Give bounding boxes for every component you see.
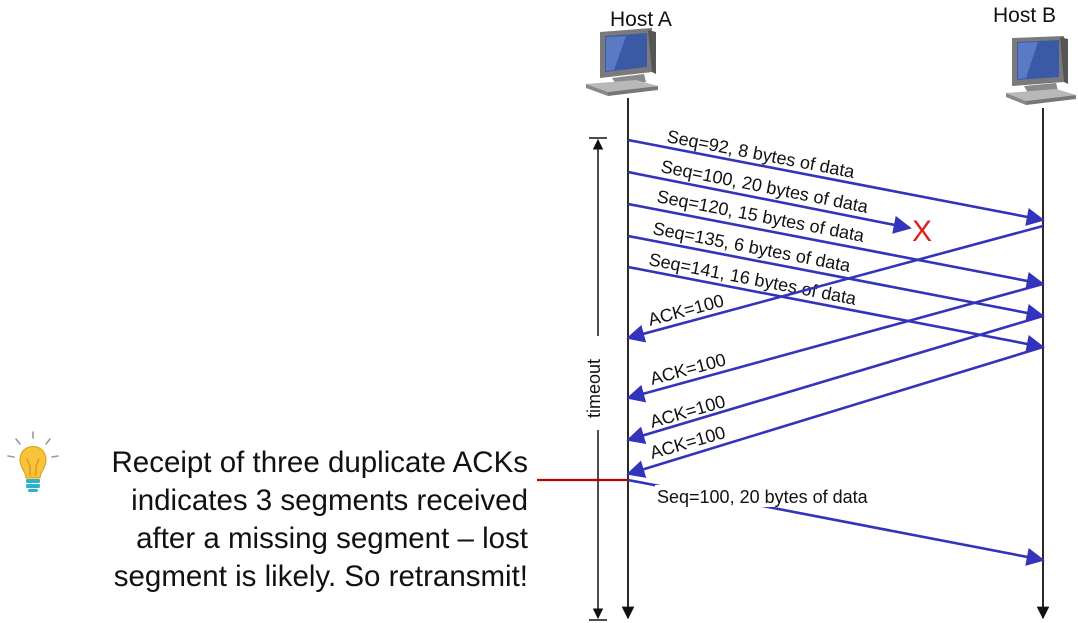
- ack-arrow: [626, 224, 1044, 343]
- note-line: segment is likely. So retransmit!: [113, 560, 528, 593]
- note-line: after a missing segment – lost: [136, 522, 528, 555]
- note-line: indicates 3 segments received: [131, 484, 528, 517]
- lightbulb-icon: [7, 431, 59, 492]
- timeout-label: timeout: [584, 359, 604, 418]
- retransmit-label: Seq=100, 20 bytes of data: [657, 487, 869, 507]
- host-b-label: Host B: [993, 4, 1056, 27]
- host-a-computer-icon: [586, 28, 658, 96]
- fast-retransmit-note: Receipt of three duplicate ACKs indicate…: [40, 444, 528, 596]
- ack-arrow: [626, 345, 1044, 478]
- segment-arrow: [627, 138, 1045, 226]
- ack-arrow: [626, 314, 1044, 445]
- segment-arrow: [627, 265, 1045, 353]
- retransmit-segment: Seq=100, 20 bytes of data: [627, 478, 1045, 566]
- ack-arrow: [626, 282, 1044, 403]
- host-a-label: Host A: [610, 8, 672, 31]
- loss-marker: X: [912, 215, 932, 248]
- timeout-bracket: [589, 137, 607, 621]
- segment-arrow: [627, 202, 1045, 290]
- ack-label: ACK=100: [646, 290, 726, 329]
- segment-arrow: [627, 170, 912, 234]
- host-b-computer-icon: [1006, 36, 1076, 105]
- note-line: Receipt of three duplicate ACKs: [111, 446, 528, 479]
- ack-label: ACK=100: [648, 349, 728, 388]
